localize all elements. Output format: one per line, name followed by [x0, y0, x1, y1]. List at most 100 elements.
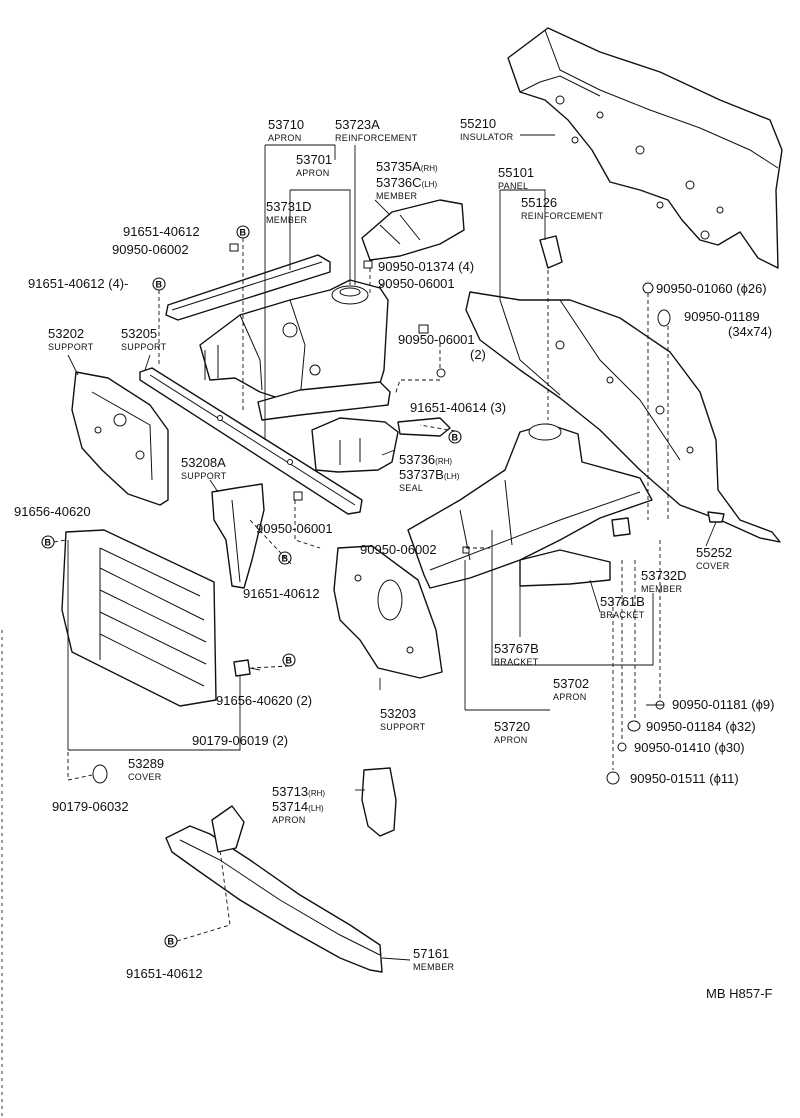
- part-number: 53202: [48, 326, 85, 341]
- label-53737b: 53737B(LH)SEAL: [399, 467, 459, 493]
- fastener-qty: (2): [470, 347, 486, 362]
- part-name: APRON: [272, 815, 306, 825]
- insulator-55210-drawing: [507, 27, 783, 269]
- part-number: 53701: [296, 152, 333, 167]
- side-rh: (RH): [435, 457, 453, 466]
- part-number: 53710: [268, 117, 305, 132]
- fastener-label: 90950-01181 (ϕ9): [672, 697, 775, 712]
- part-name: REINFORCEMENT: [335, 133, 418, 143]
- fastener-label: 90950-06001: [378, 276, 455, 291]
- side-lh: (LH): [421, 180, 438, 189]
- b-mark: B: [156, 280, 163, 290]
- part-number: 53714: [272, 799, 309, 814]
- part-number: 53723A: [335, 117, 380, 132]
- part-number: 53736C: [376, 175, 422, 190]
- support-53208a-drawing: [211, 483, 265, 589]
- side-lh: (LH): [308, 804, 324, 813]
- label-53714: 53714(LH)APRON: [272, 799, 324, 825]
- leader-lines: [67, 134, 717, 961]
- label-53736c: 53736C(LH)MEMBER: [376, 175, 437, 201]
- fastener-label: 90950-01060 (ϕ26): [656, 281, 767, 296]
- member-53731d-drawing: [165, 254, 331, 321]
- fastener-label: 90950-01511 (ϕ11): [630, 771, 739, 786]
- part-name: APRON: [553, 692, 587, 702]
- part-number: 53720: [494, 719, 531, 734]
- part-number: 53205: [121, 326, 158, 341]
- fastener-glyphs: [92, 243, 671, 785]
- part-name: MEMBER: [266, 215, 308, 225]
- part-name: SUPPORT: [48, 342, 94, 352]
- part-name: PANEL: [498, 181, 529, 191]
- label-53735a: 53735A(RH): [376, 159, 438, 175]
- b-mark: B: [45, 538, 52, 548]
- fastener-label: 90179-06019 (2): [192, 733, 289, 748]
- part-number: 53713: [272, 784, 309, 799]
- part-name: APRON: [268, 133, 302, 143]
- part-name: APRON: [296, 168, 330, 178]
- fastener-label: 91656-40620 (2): [216, 693, 313, 708]
- fastener-label: 90950-06002: [112, 242, 189, 257]
- b-mark: B: [240, 228, 247, 238]
- part-number: 53702: [553, 676, 590, 691]
- fastener-label: 90950-06002: [360, 542, 437, 557]
- part-number: 53737B: [399, 467, 444, 482]
- b-mark: B: [452, 433, 459, 443]
- fastener-label: 91651-40612: [123, 224, 200, 239]
- fastener-label: 90950-01184 (ϕ32): [646, 719, 756, 734]
- fastener-label: 90950-06001: [398, 332, 475, 347]
- part-name: MEMBER: [413, 962, 455, 972]
- part-number: 55210: [460, 116, 497, 131]
- dashed-reference-lines: [53, 238, 669, 942]
- part-number: 55252: [696, 545, 733, 560]
- part-number: 57161: [413, 946, 450, 961]
- member-57161-drawing: [165, 805, 383, 973]
- part-number: 53732D: [641, 568, 687, 583]
- fastener-label: 91651-40612 (4)-: [28, 276, 129, 291]
- part-name: APRON: [494, 735, 528, 745]
- side-rh: (RH): [420, 164, 438, 173]
- fastener-label: 91651-40612: [126, 966, 203, 981]
- part-name: SUPPORT: [121, 342, 167, 352]
- side-lh: (LH): [443, 472, 460, 481]
- fastener-label: 91656-40620: [14, 504, 91, 519]
- seal-53736-drawing: [257, 381, 451, 473]
- part-number: 53203: [380, 706, 417, 721]
- support-53202-drawing: [71, 371, 169, 506]
- part-number: 53736: [399, 452, 436, 467]
- part-number: 53761B: [600, 594, 645, 609]
- label-53736: 53736(RH): [399, 452, 452, 468]
- part-name: BRACKET: [494, 657, 539, 667]
- label-53713: 53713(RH): [272, 784, 325, 800]
- fastener-label: 90950-06001: [256, 521, 333, 536]
- b-mark: B: [282, 554, 289, 564]
- side-rh: (RH): [308, 789, 326, 798]
- fastener-label: 90950-01374 (4): [378, 259, 475, 274]
- b-mark: B: [286, 656, 293, 666]
- part-name: MEMBER: [641, 584, 683, 594]
- circle-b-marks: B B B B B B B: [41, 225, 462, 948]
- part-number: 53208A: [181, 455, 226, 470]
- diagram-code: MB H857-F: [706, 986, 773, 1001]
- apron-53701-drawing: [199, 279, 389, 406]
- fastener-label: 91651-40614 (3): [410, 400, 507, 415]
- part-name: BRACKET: [600, 610, 645, 620]
- member-53735a-drawing: [361, 199, 465, 261]
- support-53203-drawing: [333, 545, 443, 679]
- fastener-label: 90179-06032: [52, 799, 129, 814]
- b-mark: B: [168, 937, 175, 947]
